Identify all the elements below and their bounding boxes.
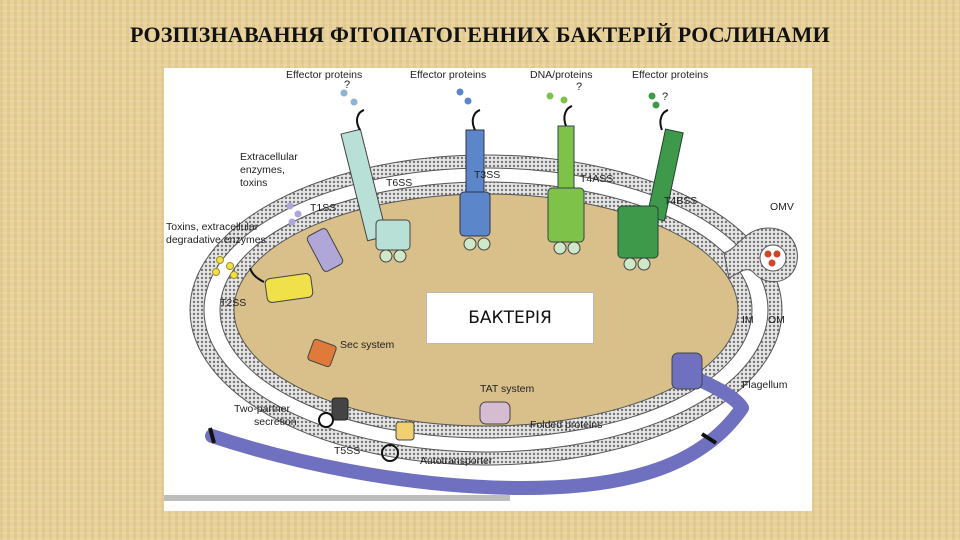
secretion-diagram: Effector proteins ? Effector proteins DN… bbox=[164, 69, 798, 501]
label-autotransporter: Autotransporter bbox=[420, 455, 493, 467]
arrow bbox=[659, 109, 669, 131]
label-t3ss: T3SS bbox=[474, 169, 500, 181]
label-effector-proteins-1: Effector proteins bbox=[286, 69, 362, 81]
bacterium-label: БАКТЕРІЯ bbox=[426, 292, 594, 344]
sec-system bbox=[307, 338, 337, 368]
label-tat-system: TAT system bbox=[480, 383, 535, 395]
label-t6ss: T6SS bbox=[386, 177, 412, 189]
omv-dot bbox=[773, 250, 781, 258]
label-toxins-2: degradative enzymes bbox=[166, 234, 266, 246]
dna-dot bbox=[546, 92, 554, 100]
label-toxins-1: Toxins, extracellular bbox=[166, 221, 259, 233]
label-two-partner-1: Two-partner bbox=[234, 403, 291, 415]
t4bss-apparatus bbox=[617, 128, 684, 271]
label-t4ass: T4ASS bbox=[580, 173, 613, 185]
t5ss-apparatus bbox=[318, 397, 415, 462]
label-folded-proteins: Folded proteins bbox=[530, 419, 602, 431]
toxin-dot bbox=[216, 256, 224, 264]
label-t4bss: T4BSS bbox=[664, 195, 697, 207]
label-extracellular-1: Extracellular bbox=[240, 151, 298, 163]
label-im: IM bbox=[742, 314, 754, 326]
dna-dot bbox=[560, 96, 568, 104]
omv-dot bbox=[768, 259, 776, 267]
enzyme-dot bbox=[288, 218, 296, 226]
omv-vesicle bbox=[759, 244, 787, 272]
label-flagellum: Flagellum bbox=[742, 379, 788, 391]
label-effector-proteins-3: Effector proteins bbox=[632, 69, 708, 81]
flagellum-mark bbox=[700, 432, 718, 445]
toxin-dot bbox=[226, 262, 234, 270]
label-sec-system: Sec system bbox=[340, 339, 395, 351]
label-extracellular-3: toxins bbox=[240, 177, 267, 189]
enzyme-dot bbox=[294, 210, 302, 218]
t2ss-apparatus bbox=[264, 273, 314, 303]
effector-dot bbox=[456, 88, 464, 96]
effector-dot bbox=[652, 101, 660, 109]
slide-title: РОЗПІЗНАВАННЯ ФІТОПАТОГЕННИХ БАКТЕРІЙ РО… bbox=[130, 22, 830, 47]
arrow bbox=[249, 267, 265, 283]
label-om: OM bbox=[768, 314, 785, 326]
flagellum-motor bbox=[671, 352, 703, 390]
label-effector-proteins-2: Effector proteins bbox=[410, 69, 486, 81]
effector-dot bbox=[648, 92, 656, 100]
arrow bbox=[563, 105, 573, 127]
effector-dot bbox=[464, 97, 472, 105]
question-mark: ? bbox=[576, 81, 582, 93]
label-extracellular-2: enzymes, bbox=[240, 164, 285, 176]
label-dna-proteins: DNA/proteins bbox=[530, 69, 592, 81]
label-t1ss: T1SS bbox=[310, 202, 336, 214]
question-mark: ? bbox=[344, 79, 350, 91]
label-two-partner-2: secretion bbox=[254, 416, 297, 428]
label-t2ss: T2SS bbox=[220, 297, 246, 309]
secretion-systems-figure: Effector proteins ? Effector proteins DN… bbox=[164, 68, 812, 511]
question-mark: ? bbox=[662, 91, 668, 103]
enzyme-dot bbox=[286, 202, 294, 210]
t1ss-apparatus bbox=[306, 228, 344, 272]
t3ss-apparatus bbox=[459, 129, 491, 251]
omv-dot bbox=[764, 250, 772, 258]
toxin-dot bbox=[212, 268, 220, 276]
label-t5ss: T5SS bbox=[334, 445, 360, 457]
t4ass-apparatus bbox=[547, 125, 585, 255]
tat-system bbox=[479, 401, 511, 425]
arrow bbox=[471, 109, 481, 131]
arrow bbox=[356, 109, 365, 131]
effector-dot bbox=[350, 98, 358, 106]
bottom-strip bbox=[164, 495, 510, 501]
t6ss-apparatus bbox=[340, 128, 411, 263]
flagellum-mark bbox=[208, 427, 216, 444]
label-omv: OMV bbox=[770, 201, 794, 213]
toxin-dot bbox=[230, 271, 238, 279]
flagellum bbox=[205, 401, 749, 496]
effector-dot bbox=[340, 89, 348, 97]
